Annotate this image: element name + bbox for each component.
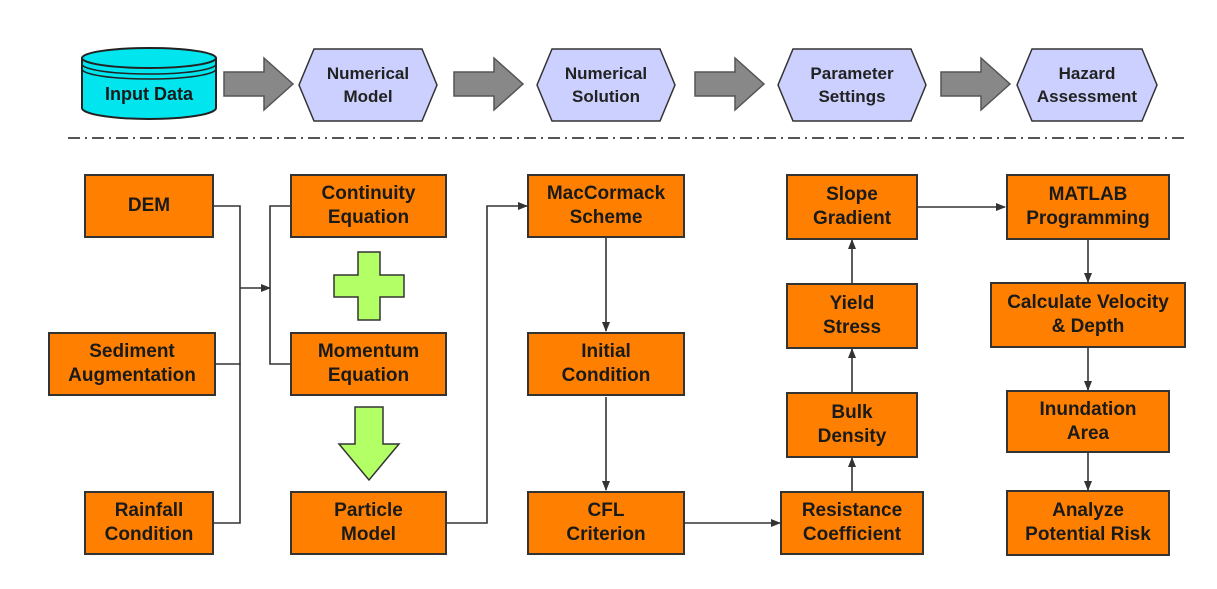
input-data-label: Input Data <box>105 84 193 104</box>
node-bulk-density: Bulk Density <box>786 392 918 458</box>
stage-label: Numerical Solution <box>564 64 648 106</box>
node-resistance-coefficient: Resistance Coefficient <box>780 491 924 555</box>
plus-icon <box>333 251 405 321</box>
connector-rainfall <box>213 364 241 524</box>
big-arrow-1 <box>223 56 295 112</box>
big-arrow-4 <box>940 56 1012 112</box>
node-momentum-equation: Momentum Equation <box>290 332 447 396</box>
node-rainfall-condition: Rainfall Condition <box>84 491 214 555</box>
node-continuity-equation: Continuity Equation <box>290 174 447 238</box>
input-data-database: Input Data <box>80 46 218 122</box>
node-label: Particle Model <box>334 500 403 545</box>
node-cfl-criterion: CFL Criterion <box>527 491 685 555</box>
stage-numerical-solution: Numerical Solution <box>536 48 676 122</box>
connector-dem <box>213 205 241 288</box>
hexagon-shape <box>1016 48 1158 122</box>
stage-numerical-model: Numerical Model <box>298 48 438 122</box>
node-initial-condition: Initial Condition <box>527 332 685 396</box>
node-inundation-area: Inundation Area <box>1006 390 1170 453</box>
node-label: DEM <box>127 195 171 216</box>
database-icon <box>81 47 217 120</box>
node-label: Momentum Equation <box>317 341 420 386</box>
node-label: Bulk Density <box>817 402 887 447</box>
node-label: Analyze Potential Risk <box>1025 500 1151 545</box>
big-arrow-2 <box>453 56 525 112</box>
stage-label: Hazard Assessment <box>1036 64 1138 106</box>
hexagon-shape <box>777 48 927 122</box>
node-label: Rainfall Condition <box>104 500 194 545</box>
connector-bracket-equations <box>269 205 290 365</box>
node-label: Initial Condition <box>561 341 651 386</box>
node-label: Yield Stress <box>822 293 882 338</box>
node-particle-model: Particle Model <box>290 491 447 555</box>
node-analyze-potential-risk: Analyze Potential Risk <box>1006 490 1170 556</box>
node-calculate-velocity-depth: Calculate Velocity & Depth <box>990 282 1186 348</box>
node-label: Resistance Coefficient <box>801 500 903 545</box>
node-sediment-augmentation: Sediment Augmentation <box>48 332 216 396</box>
down-arrow-icon <box>337 406 401 482</box>
node-label: Sediment Augmentation <box>68 341 196 386</box>
stage-hazard-assessment: Hazard Assessment <box>1016 48 1158 122</box>
node-label: Slope Gradient <box>812 184 892 229</box>
node-label: Continuity Equation <box>321 183 416 228</box>
node-label: CFL Criterion <box>566 500 646 545</box>
hexagon-shape <box>536 48 676 122</box>
node-label: MATLAB Programming <box>1026 184 1150 229</box>
stage-label: Parameter Settings <box>810 64 894 106</box>
connector-sediment <box>215 288 241 365</box>
node-maccormack-scheme: MacCormack Scheme <box>527 174 685 238</box>
hexagon-shape <box>298 48 438 122</box>
node-matlab-programming: MATLAB Programming <box>1006 174 1170 240</box>
node-yield-stress: Yield Stress <box>786 283 918 349</box>
node-label: MacCormack Scheme <box>546 183 666 228</box>
connector-particle-maccormack <box>447 202 528 524</box>
node-slope-gradient: Slope Gradient <box>786 174 918 240</box>
node-label: Inundation Area <box>1039 398 1137 444</box>
node-dem: DEM <box>84 174 214 238</box>
node-label: Calculate Velocity & Depth <box>1007 292 1169 337</box>
stage-label: Numerical Model <box>326 64 410 106</box>
stage-parameter-settings: Parameter Settings <box>777 48 927 122</box>
big-arrow-3 <box>694 56 766 112</box>
